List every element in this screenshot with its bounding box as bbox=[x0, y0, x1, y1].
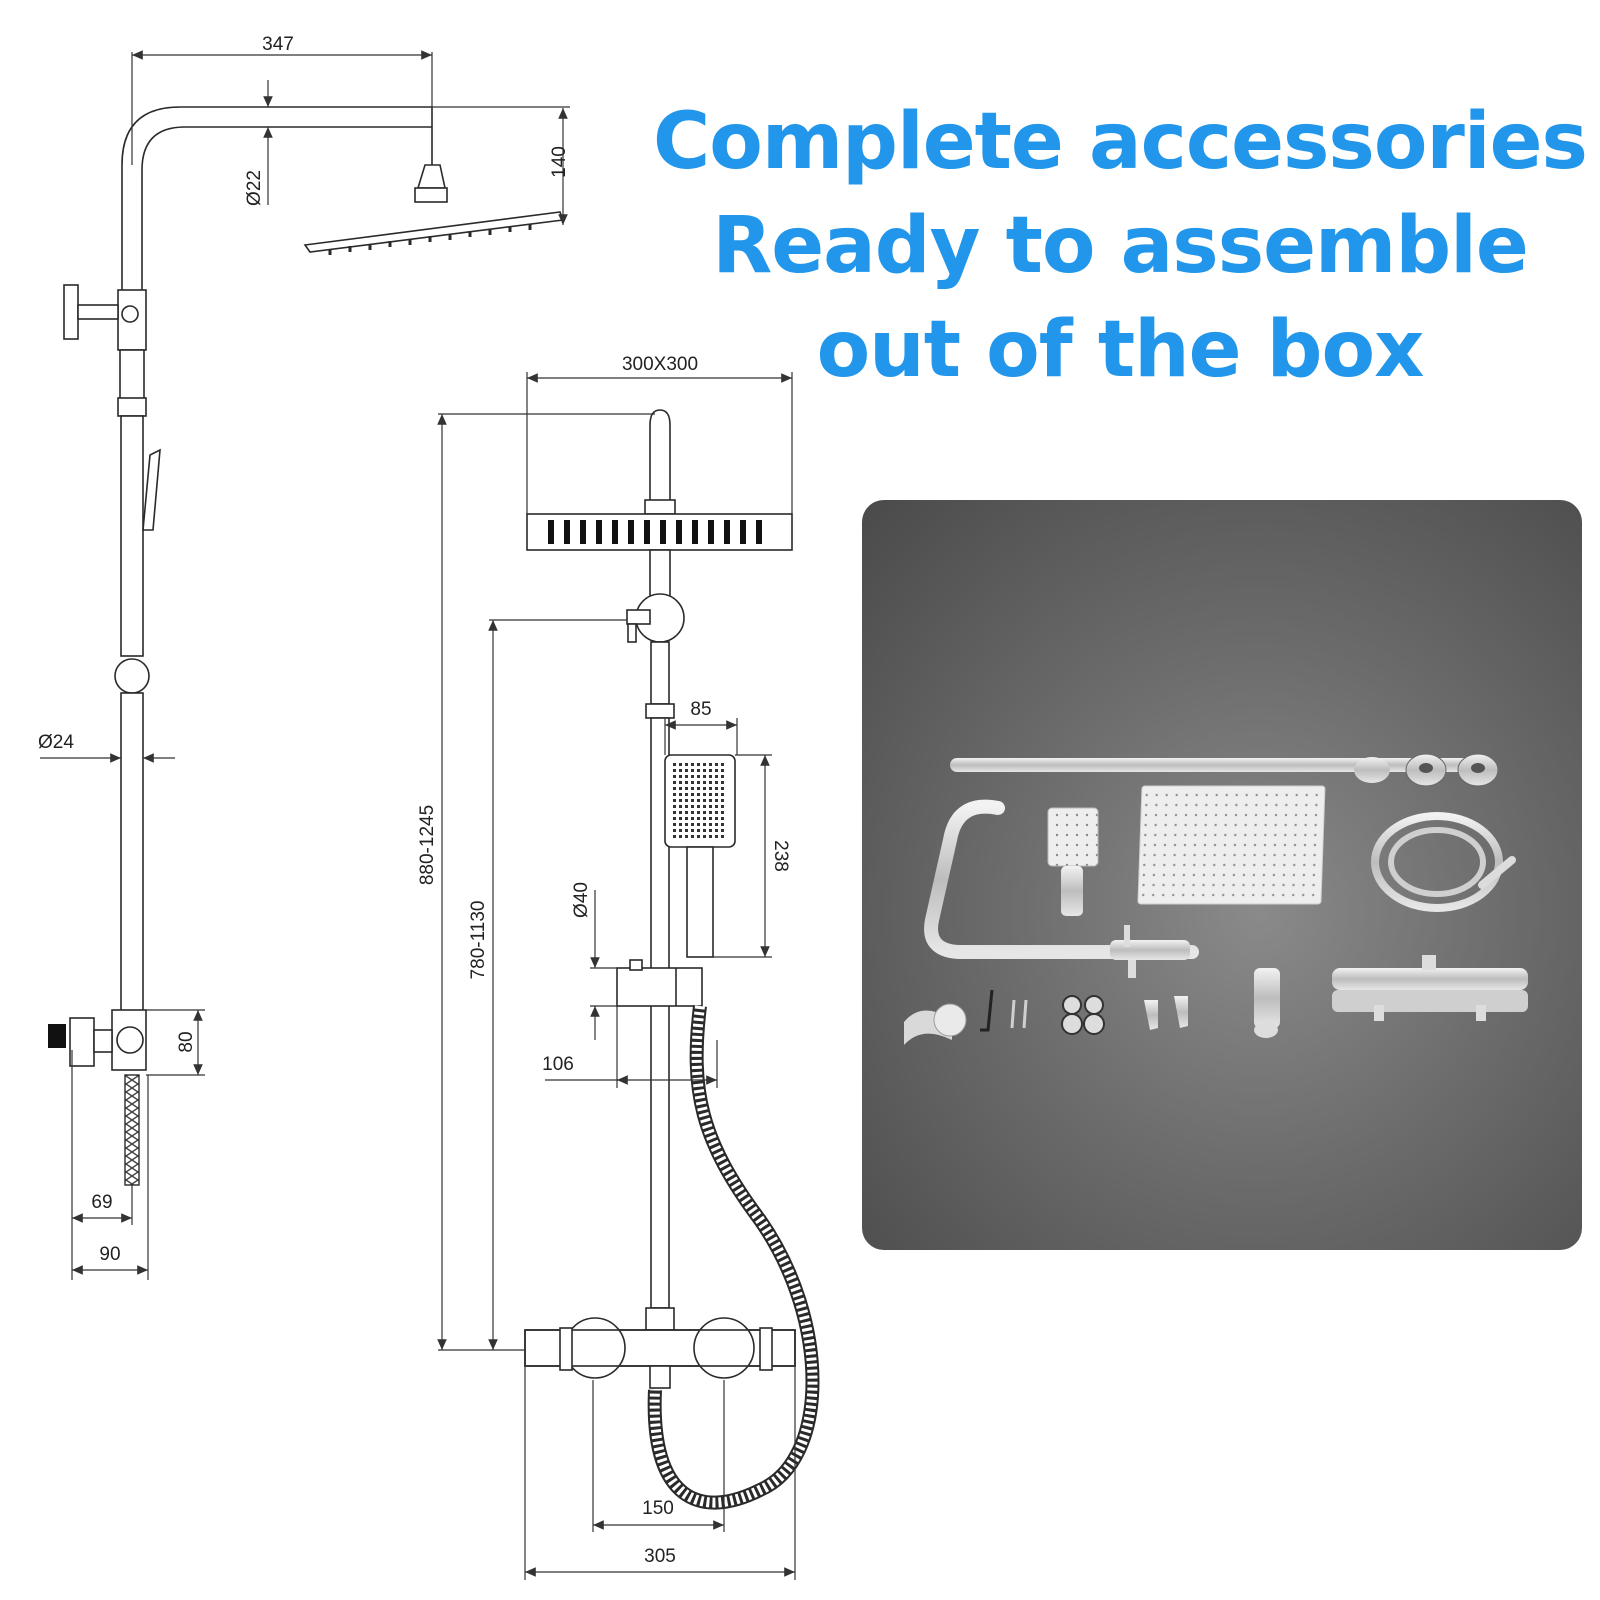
dim-rail-height: 780-1130 bbox=[468, 901, 489, 980]
side-valve-flange bbox=[69, 1017, 95, 1067]
dim-head-size: 300X300 bbox=[622, 354, 698, 375]
side-valve-connector bbox=[93, 1029, 113, 1053]
side-handset bbox=[142, 448, 161, 531]
dim-inlet-spacing: 150 bbox=[642, 1498, 674, 1519]
photo-screw-icon bbox=[1010, 999, 1016, 1029]
photo-eccentric-icon bbox=[1144, 1000, 1158, 1030]
front-hose-texture bbox=[649, 1005, 818, 1508]
photo-hand-shower-handle bbox=[1061, 866, 1083, 916]
dim-head-height: 140 bbox=[549, 146, 570, 178]
side-rail-joint bbox=[117, 397, 147, 417]
front-handset-handle bbox=[686, 846, 714, 958]
dim-handset-width: 85 bbox=[690, 699, 711, 720]
front-valve-left-handle bbox=[559, 1327, 573, 1371]
side-rail-mid bbox=[120, 415, 144, 657]
side-upper-rail bbox=[119, 349, 145, 401]
photo-hose-coil bbox=[1371, 812, 1503, 912]
photo-thermostatic-bar bbox=[1332, 968, 1528, 990]
side-valve-knob-icon bbox=[116, 1026, 144, 1054]
side-arm-outer bbox=[121, 106, 433, 290]
front-rail-joint bbox=[645, 703, 675, 719]
headline: Complete accessories Ready to assemble o… bbox=[640, 90, 1600, 402]
dim-holder-diameter: Ø40 bbox=[571, 882, 592, 918]
front-diverter-lever bbox=[626, 609, 651, 625]
accessories-photo bbox=[862, 500, 1582, 1250]
side-diverter-knob-icon bbox=[121, 305, 139, 323]
front-rain-nozzles bbox=[548, 520, 762, 544]
headline-line-1: Complete accessories bbox=[653, 97, 1588, 187]
front-valve-right-disc bbox=[693, 1317, 755, 1379]
photo-slide-rail bbox=[950, 758, 1470, 772]
photo-gooseneck-arm bbox=[924, 799, 1199, 959]
headline-line-3: out of the box bbox=[816, 305, 1425, 395]
dim-handset-length: 238 bbox=[770, 840, 791, 872]
side-head-joint bbox=[414, 187, 448, 203]
photo-diverter bbox=[1110, 940, 1190, 960]
dim-arm-diameter: Ø22 bbox=[244, 170, 265, 206]
front-slider-clip bbox=[629, 959, 643, 971]
front-rail-upper bbox=[650, 641, 670, 705]
photo-rain-head bbox=[1137, 785, 1326, 905]
photo-hand-shower-head bbox=[1047, 807, 1099, 867]
side-head-connector bbox=[416, 164, 446, 189]
side-diverter-pipe bbox=[77, 304, 119, 320]
dim-wall-offset-2: 90 bbox=[99, 1244, 120, 1265]
dim-total-height: 880-1245 bbox=[417, 805, 438, 885]
side-slider-knob-icon bbox=[114, 658, 150, 694]
dim-holder-offset: 106 bbox=[542, 1054, 574, 1075]
dim-valve-width: 305 bbox=[644, 1546, 676, 1567]
side-view-drawing: 347 140 Ø22 Ø24 80 69 90 bbox=[38, 34, 570, 1280]
side-rain-head bbox=[303, 211, 565, 253]
front-view-drawing: 300X300 880-1245 780-1130 85 238 Ø40 106… bbox=[417, 354, 820, 1580]
side-diverter-flange bbox=[63, 284, 79, 340]
front-valve-outlet bbox=[649, 1365, 671, 1389]
headline-line-2: Ready to assemble bbox=[712, 201, 1529, 291]
dim-rail-diameter: Ø24 bbox=[38, 732, 74, 753]
front-arm-joint bbox=[644, 499, 676, 515]
accessories-kit-photo-icon bbox=[904, 753, 1528, 1045]
dim-arm-length: 347 bbox=[262, 34, 294, 55]
side-rain-nozzles bbox=[328, 224, 532, 255]
front-handset-mesh bbox=[673, 763, 727, 839]
dim-wall-offset-1: 69 bbox=[91, 1192, 112, 1213]
front-valve-right-handle bbox=[759, 1327, 773, 1371]
photo-fitting-icon bbox=[1354, 757, 1390, 783]
side-hose bbox=[124, 1074, 140, 1186]
front-valve-riser bbox=[645, 1307, 675, 1331]
front-arm bbox=[649, 409, 671, 500]
side-arm-inner bbox=[141, 126, 432, 290]
front-diverter-handle bbox=[627, 623, 637, 643]
front-slider-holder bbox=[616, 967, 703, 1007]
photo-nut-icon bbox=[1062, 995, 1082, 1015]
front-rain-head bbox=[526, 513, 793, 551]
side-valve-handle bbox=[48, 1024, 66, 1048]
dim-valve-height: 80 bbox=[176, 1031, 197, 1052]
side-rail-lower bbox=[120, 692, 144, 1014]
photo-allen-key-icon bbox=[980, 989, 994, 1032]
photo-valve-icon bbox=[1254, 968, 1280, 1028]
